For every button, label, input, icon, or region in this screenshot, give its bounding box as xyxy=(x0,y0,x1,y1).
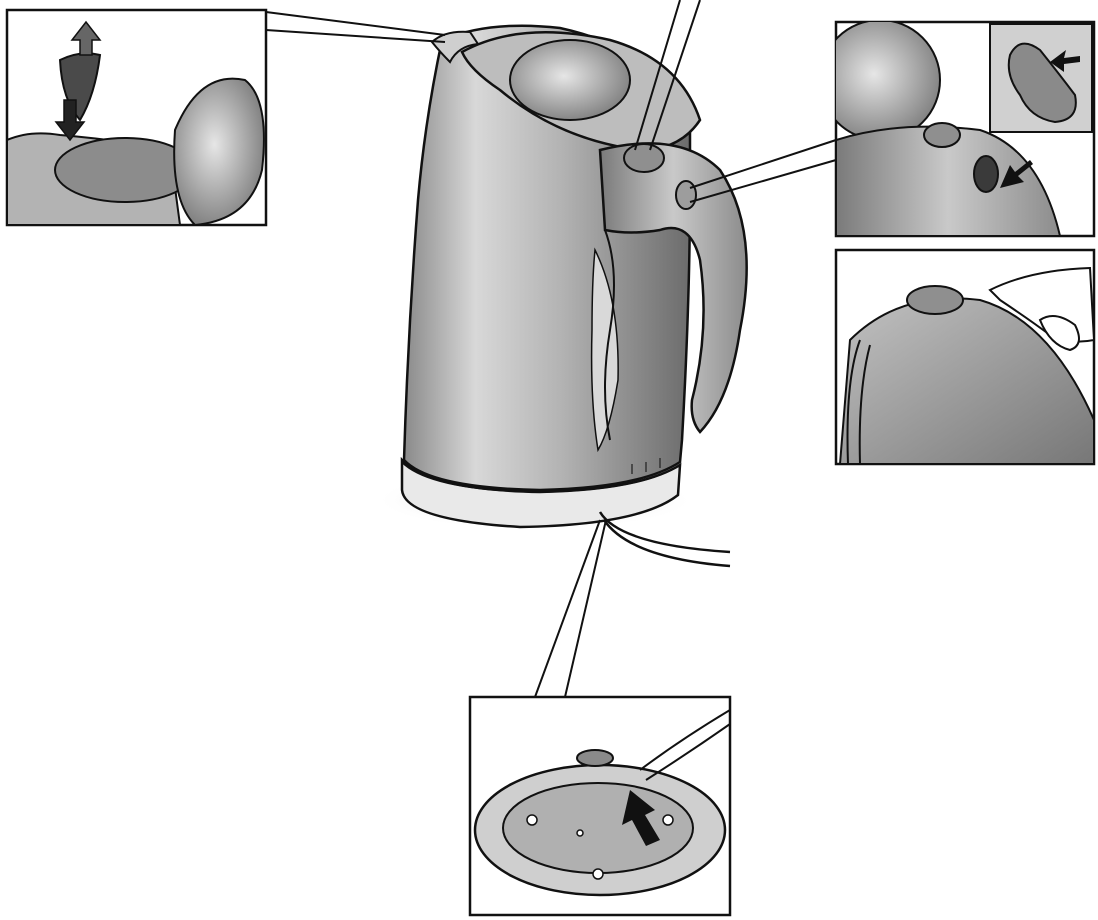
kettle-spout xyxy=(430,30,480,64)
press-arrow-icon xyxy=(1000,160,1033,188)
kettle-handle xyxy=(598,142,748,434)
power-cord xyxy=(598,511,731,568)
filter-detail-panel xyxy=(5,8,268,227)
switch-detail-panel xyxy=(834,20,1096,238)
cord-fragment xyxy=(846,339,871,464)
callout-lines xyxy=(265,0,837,698)
lid-fragment xyxy=(836,22,941,141)
base-nub xyxy=(576,749,614,767)
handle-fragment xyxy=(836,125,1062,236)
cord-in-base xyxy=(639,709,730,781)
hand-detail-panel xyxy=(834,248,1096,466)
base-inner xyxy=(502,782,694,874)
switch-detail xyxy=(973,155,999,193)
on-off-switch[interactable] xyxy=(675,180,697,210)
base-screws xyxy=(526,814,674,880)
kettle-base-band xyxy=(401,461,681,494)
push-arrow-icon xyxy=(622,790,660,846)
finger xyxy=(1038,315,1080,352)
inset-arrow-icon xyxy=(1050,50,1080,72)
handle-inner-curve xyxy=(604,229,615,441)
lid-dome xyxy=(509,39,631,121)
main-kettle xyxy=(375,24,748,568)
lid-release-button[interactable] xyxy=(623,143,665,173)
lid-button-detail xyxy=(923,122,961,148)
water-level-window xyxy=(590,247,619,453)
up-arrow-icon xyxy=(70,20,102,56)
open-lid xyxy=(173,77,265,225)
down-arrow-icon xyxy=(54,99,86,142)
lid-button-fragment xyxy=(906,285,964,315)
base-detail-panel xyxy=(468,695,732,917)
switch-inset-shape xyxy=(1007,42,1077,124)
kettle-top-fragment xyxy=(838,297,1094,464)
level-ticks xyxy=(631,458,661,474)
